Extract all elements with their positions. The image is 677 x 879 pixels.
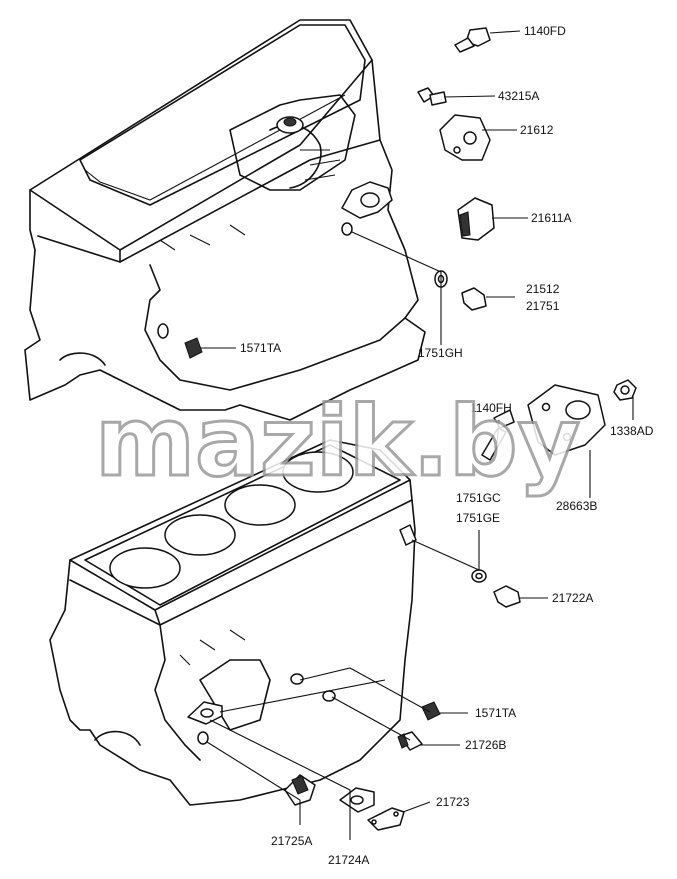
plug-1571TA-lower [421,701,441,721]
washer-lower-1 [290,673,304,685]
label-1751GH: 1751GH [418,346,463,360]
label-1751GE: 1751GE [456,511,500,525]
sleeve-block [399,524,417,546]
label-21751: 21751 [526,299,560,313]
washer-lower-2 [322,690,336,702]
washer-1751GC [471,569,487,583]
label-1571TA-lower: 1571TA [475,706,516,720]
label-1571TA-upper: 1571TA [240,341,281,355]
label-21723: 21723 [436,795,470,809]
nut-1338AD [613,379,637,401]
label-1140FD: 1140FD [524,24,566,38]
sensor-21726B [397,731,423,751]
leader-lines [200,30,634,840]
cylinder-block [49,439,416,806]
label-1140FH: 1140FH [470,401,512,415]
label-21512: 21512 [526,282,560,296]
label-43215A: 43215A [498,89,539,103]
bracket-21612 [439,114,491,161]
sensor-21725A [284,774,316,806]
label-1338AD: 1338AD [610,424,654,438]
label-1751GC: 1751GC [456,491,501,505]
gasket-upper [341,181,393,219]
gasket-lower-left [187,701,223,725]
washer-upper-left [341,222,353,236]
label-21724A: 21724A [328,853,369,867]
gasket-21724A [339,787,375,813]
bolt-43215A [417,87,447,106]
bolt-21722A [493,585,521,608]
bolt-1140FD [454,27,491,53]
plug-1571TA-upper [157,323,203,359]
label-21612: 21612 [520,123,554,137]
label-21726B: 21726B [465,738,506,752]
bolt-21512 [461,287,487,311]
watermark-text: mazik.by [95,386,580,498]
part-labels: 1140FD 43215A 21612 21611A 21512 21751 1… [240,24,654,867]
label-21722A: 21722A [552,591,593,605]
label-21611A: 21611A [531,211,571,225]
label-21725A: 21725A [271,834,312,848]
bracket-21611A [457,197,495,241]
label-28663B: 28663B [556,499,597,513]
bracket-28663B [527,384,606,456]
washer-lower-left [197,731,209,745]
cover-21723 [367,807,405,831]
cylinder-head [24,19,426,421]
